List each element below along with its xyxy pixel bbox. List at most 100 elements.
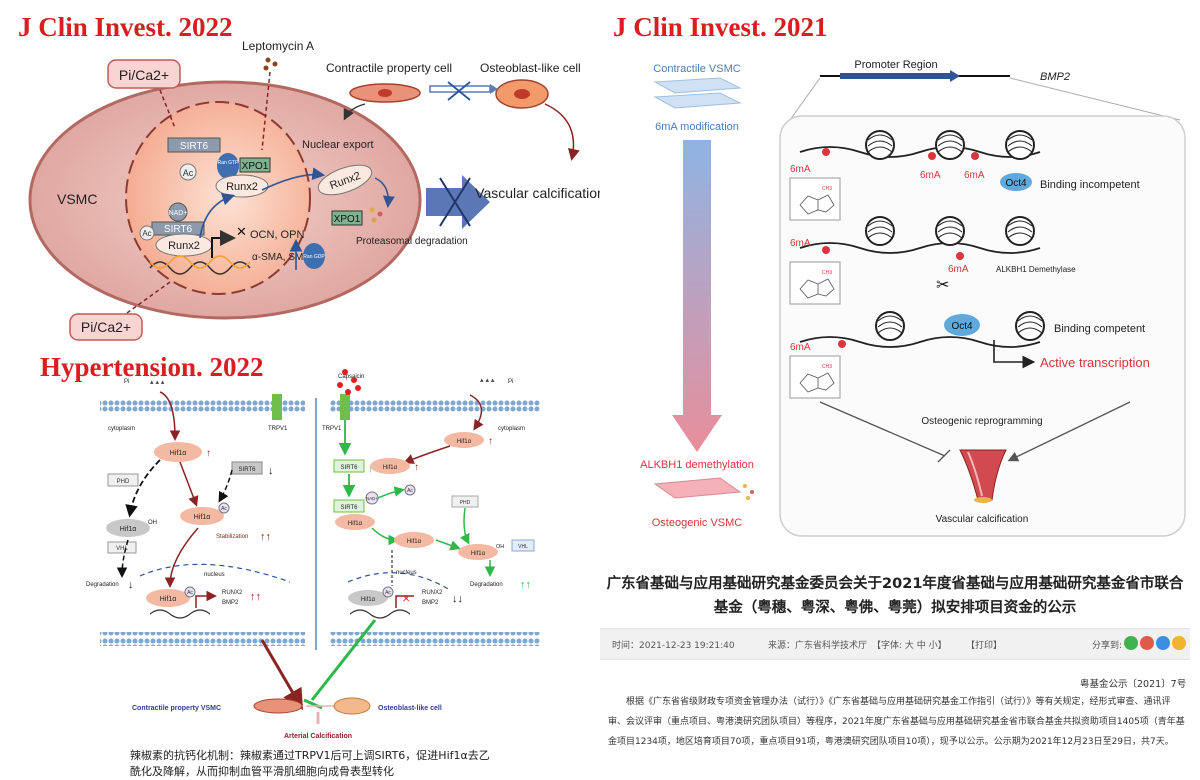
svg-text:↑↑: ↑↑ [520,579,531,591]
nucleus-right-label: nucleus [396,570,417,576]
osteogenic-reprogramming-label: Osteogenic reprogramming [921,416,1042,427]
blocked-arrow [426,175,490,229]
svg-text:6mA: 6mA [964,170,985,181]
active-transcription-label: Active transcription [1040,355,1150,370]
hif1a-left-top [154,442,202,462]
nuclear-export-label: Nuclear export [302,139,374,151]
hypertension-diagram: TRPV1 TRPV1 Pi ▴ ▴ ▴ Capsaicin ▴ ▴ ▴ Pi … [86,369,540,740]
hif1a-left-oh [106,519,150,537]
svg-text:Hif1α: Hif1α [383,465,398,471]
pi-ca-box-bottom [69,313,143,341]
title-hypertension-2022: Hypertension. 2022 [40,352,264,382]
svg-text:✕: ✕ [236,224,247,239]
hif1a-right-sirt [335,514,375,530]
contractile-vsmc-label: Contractile property VSMC [132,705,221,712]
nucleosome-1 [865,130,895,160]
hif1a-right-lower [394,532,434,548]
runx2-center-label: Runx2 [226,181,258,193]
contractile-vsmc-shape [253,698,303,714]
jci2021-diagram: Contractile VSMC 6mA modification ALKBH1… [640,59,1186,537]
6ma-structure-box-1 [789,177,841,221]
hif1a-left-nucleus [146,589,190,607]
sirt6-top-box [167,137,221,153]
trpv1-left-label: TRPV1 [268,426,288,432]
svg-text:Hif1α: Hif1α [407,539,422,545]
svg-text:CH3: CH3 [822,270,832,276]
ran-gtp-bubble [217,153,239,179]
membrane-bottom-right [330,632,540,646]
svg-text:6mA: 6mA [790,238,811,249]
svg-text:Ac: Ac [187,590,193,596]
svg-text:Ac: Ac [385,590,391,596]
notice-meta-bar: 时间：2021-12-23 19:21:40 来源：广东省科学技术厅 【字体: … [600,628,1190,660]
qq-share-icon[interactable] [1156,636,1170,650]
vhl-left-label: VHL [116,546,128,552]
leptomycin-label: Leptomycin A [242,40,314,53]
hif1a-right-mid [370,458,410,474]
6ma-structure-box-3 [789,355,841,399]
bmp2-right-label: BMP2 [422,600,439,606]
svg-text:Hif1α: Hif1α [457,439,472,445]
svg-text:Hif1α: Hif1α [348,521,363,527]
svg-text:Ac: Ac [221,506,227,512]
contractile-vsmc-label-2021: Contractile VSMC [653,63,740,75]
svg-text:Hif1α: Hif1α [170,450,187,457]
binding-incompetent-label: Binding incompetent [1040,179,1140,191]
vascular-calcification-2021-label: Vascular calcification [936,514,1029,525]
svg-text:6mA: 6mA [790,164,811,175]
sirt6-top-label: SIRT6 [180,141,209,152]
pi-right-label: Pi [508,379,513,385]
svg-text:Hif1α: Hif1α [194,514,211,521]
arterial-calcification-label: Arterial Calcification [284,733,352,740]
runx2-right-label: RUNX2 [422,590,443,596]
membrane-bottom-left [100,632,305,646]
svg-text:6mA: 6mA [948,264,969,275]
osteoblast-cell-label: Osteoblast-like cell [480,61,581,75]
nucleus-left-label: nucleus [204,572,225,578]
weibo-share-icon[interactable] [1140,636,1154,650]
nucleosome-3 [1005,130,1035,160]
qzone-share-icon[interactable] [1172,636,1186,650]
alkbh1-demethylase-label: ALKBH1 Demethylase [996,265,1076,274]
svg-text:↑↑: ↑↑ [250,591,261,603]
pi-ca-top-label: Pi/Ca2+ [119,67,169,83]
oct4-bubble-2 [944,314,980,336]
svg-text:↓: ↓ [268,465,274,477]
svg-text:CH3: CH3 [822,186,832,192]
cytoplasm-left-label: cytoplasm [108,426,135,432]
notice-time: 时间：2021-12-23 19:21:40 [612,641,735,651]
pi-ca-box-top [107,59,181,89]
degradation-left-label: Degradation [86,582,119,588]
trpv1-right-label: TRPV1 [322,426,342,432]
notice-title: 广东省基础与应用基础研究基金委员会关于2021年度省基础与应用基础研究基金省市联… [606,576,1184,616]
wechat-share-icon[interactable] [1124,636,1138,650]
osteoblast-shape [333,697,371,715]
svg-text:OH: OH [148,520,157,526]
hypertension-caption: 辣椒素的抗钙化机制：辣椒素通过TRPV1后可上调SIRT6，促进Hif1α去乙酰… [130,749,490,778]
svg-text:↑: ↑ [488,436,493,447]
promoter-region-label: Promoter Region [854,59,937,71]
svg-text:Oct4: Oct4 [951,321,973,332]
svg-text:OH: OH [496,544,504,550]
ran-gtp-label: Ran GTP [218,160,240,166]
cytoplasm-right-label: cytoplasm [498,426,525,432]
runx2-export-bubble [317,164,373,196]
capsaicin-label: Capsaicin [338,374,364,380]
leptomycin-inhibit-line [261,71,271,151]
notice-paragraph: 根据《广东省省级财政专项资金管理办法（试行）》《广东省基础与应用基础研究基金工作… [608,697,1185,747]
dna-helix [149,261,251,275]
doc-number: 粤基金公示〔2021〕7号 [1080,679,1187,690]
hif1a-right-top [444,432,484,448]
oct4-bubble-1 [1000,173,1032,191]
trpv1-left-channel [272,394,282,420]
svg-text:▴ ▴ ▴: ▴ ▴ ▴ [150,379,165,386]
pi-ca-bottom-label: Pi/Ca2+ [81,319,131,335]
font-size-control[interactable]: 【字体: 大 中 小】 [872,641,947,651]
print-link[interactable]: 【打印】 [966,641,1003,651]
svg-text:Hif1α: Hif1α [120,526,137,533]
svg-text:Hif1α: Hif1α [160,596,177,603]
svg-text:↓↓: ↓↓ [452,593,463,605]
proteasomal-label: Proteasomal degradation [356,236,468,247]
notice-source: 来源：广东省科学技术厅 [768,641,868,651]
vhl-right-label: VHL [518,544,528,550]
